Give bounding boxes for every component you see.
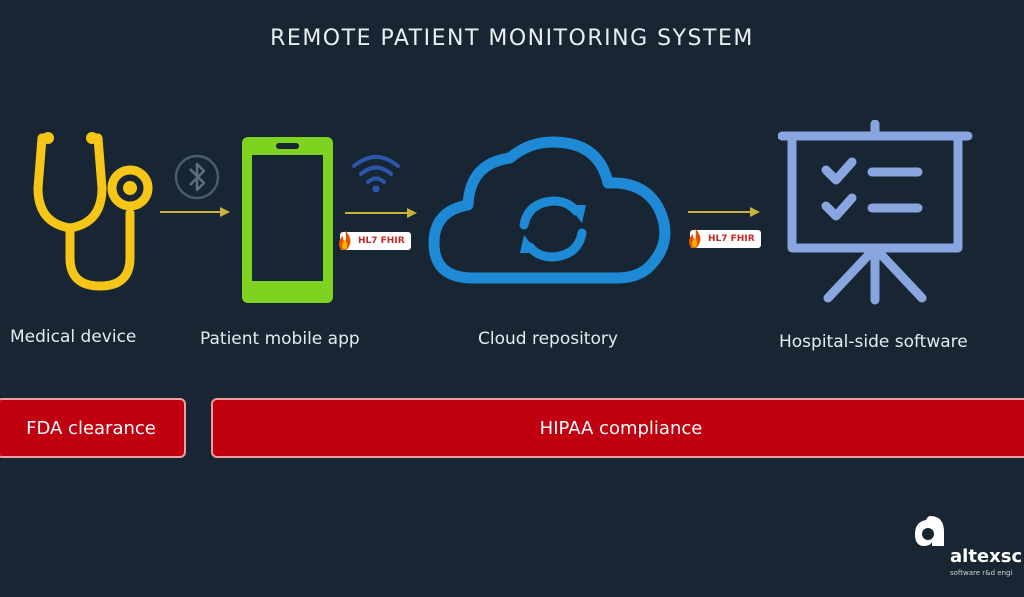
brand-name: altexsc (950, 546, 1023, 567)
altexsoft-logo-icon (915, 516, 944, 546)
hospital-software-label: Hospital-side software (779, 332, 968, 352)
hl7-fhir-badge: HL7 FHIR (689, 228, 761, 248)
fhir-flame-icon (339, 230, 351, 250)
smartphone-icon (242, 137, 333, 303)
patient-mobile-app-label: Patient mobile app (200, 329, 360, 349)
stethoscope-icon (33, 132, 153, 291)
hl7-fhir-label: HL7 FHIR (708, 234, 755, 244)
cloud-repository-label: Cloud repository (478, 329, 618, 349)
cloud-sync-icon (428, 136, 671, 284)
arrow-cloud-to-hospital (688, 207, 760, 217)
patient-mobile-app-node (240, 135, 335, 305)
hipaa-compliance-label: HIPAA compliance (539, 417, 703, 439)
diagram-title: REMOTE PATIENT MONITORING SYSTEM (270, 26, 754, 51)
medical-device-label: Medical device (10, 327, 137, 347)
fda-clearance-bar: FDA clearance (0, 398, 186, 458)
hl7-fhir-label: HL7 FHIR (358, 236, 405, 246)
arrow-device-to-app (160, 207, 230, 217)
bluetooth-connection (172, 152, 222, 202)
medical-device-node (30, 128, 165, 298)
hl7-fhir-badge: HL7 FHIR (339, 230, 411, 250)
arrow-app-to-cloud (345, 208, 417, 218)
brand-tagline: software r&d engi (950, 569, 1013, 577)
presentation-board-icon (778, 120, 973, 305)
hipaa-compliance-bar: HIPAA compliance (211, 398, 1024, 458)
hospital-software-node (778, 120, 973, 305)
fda-clearance-label: FDA clearance (26, 417, 156, 439)
cloud-repository-node (428, 133, 678, 288)
wifi-icon (352, 155, 400, 193)
fhir-flame-icon (689, 228, 701, 248)
wifi-connection (350, 152, 402, 194)
bluetooth-icon (174, 154, 220, 200)
